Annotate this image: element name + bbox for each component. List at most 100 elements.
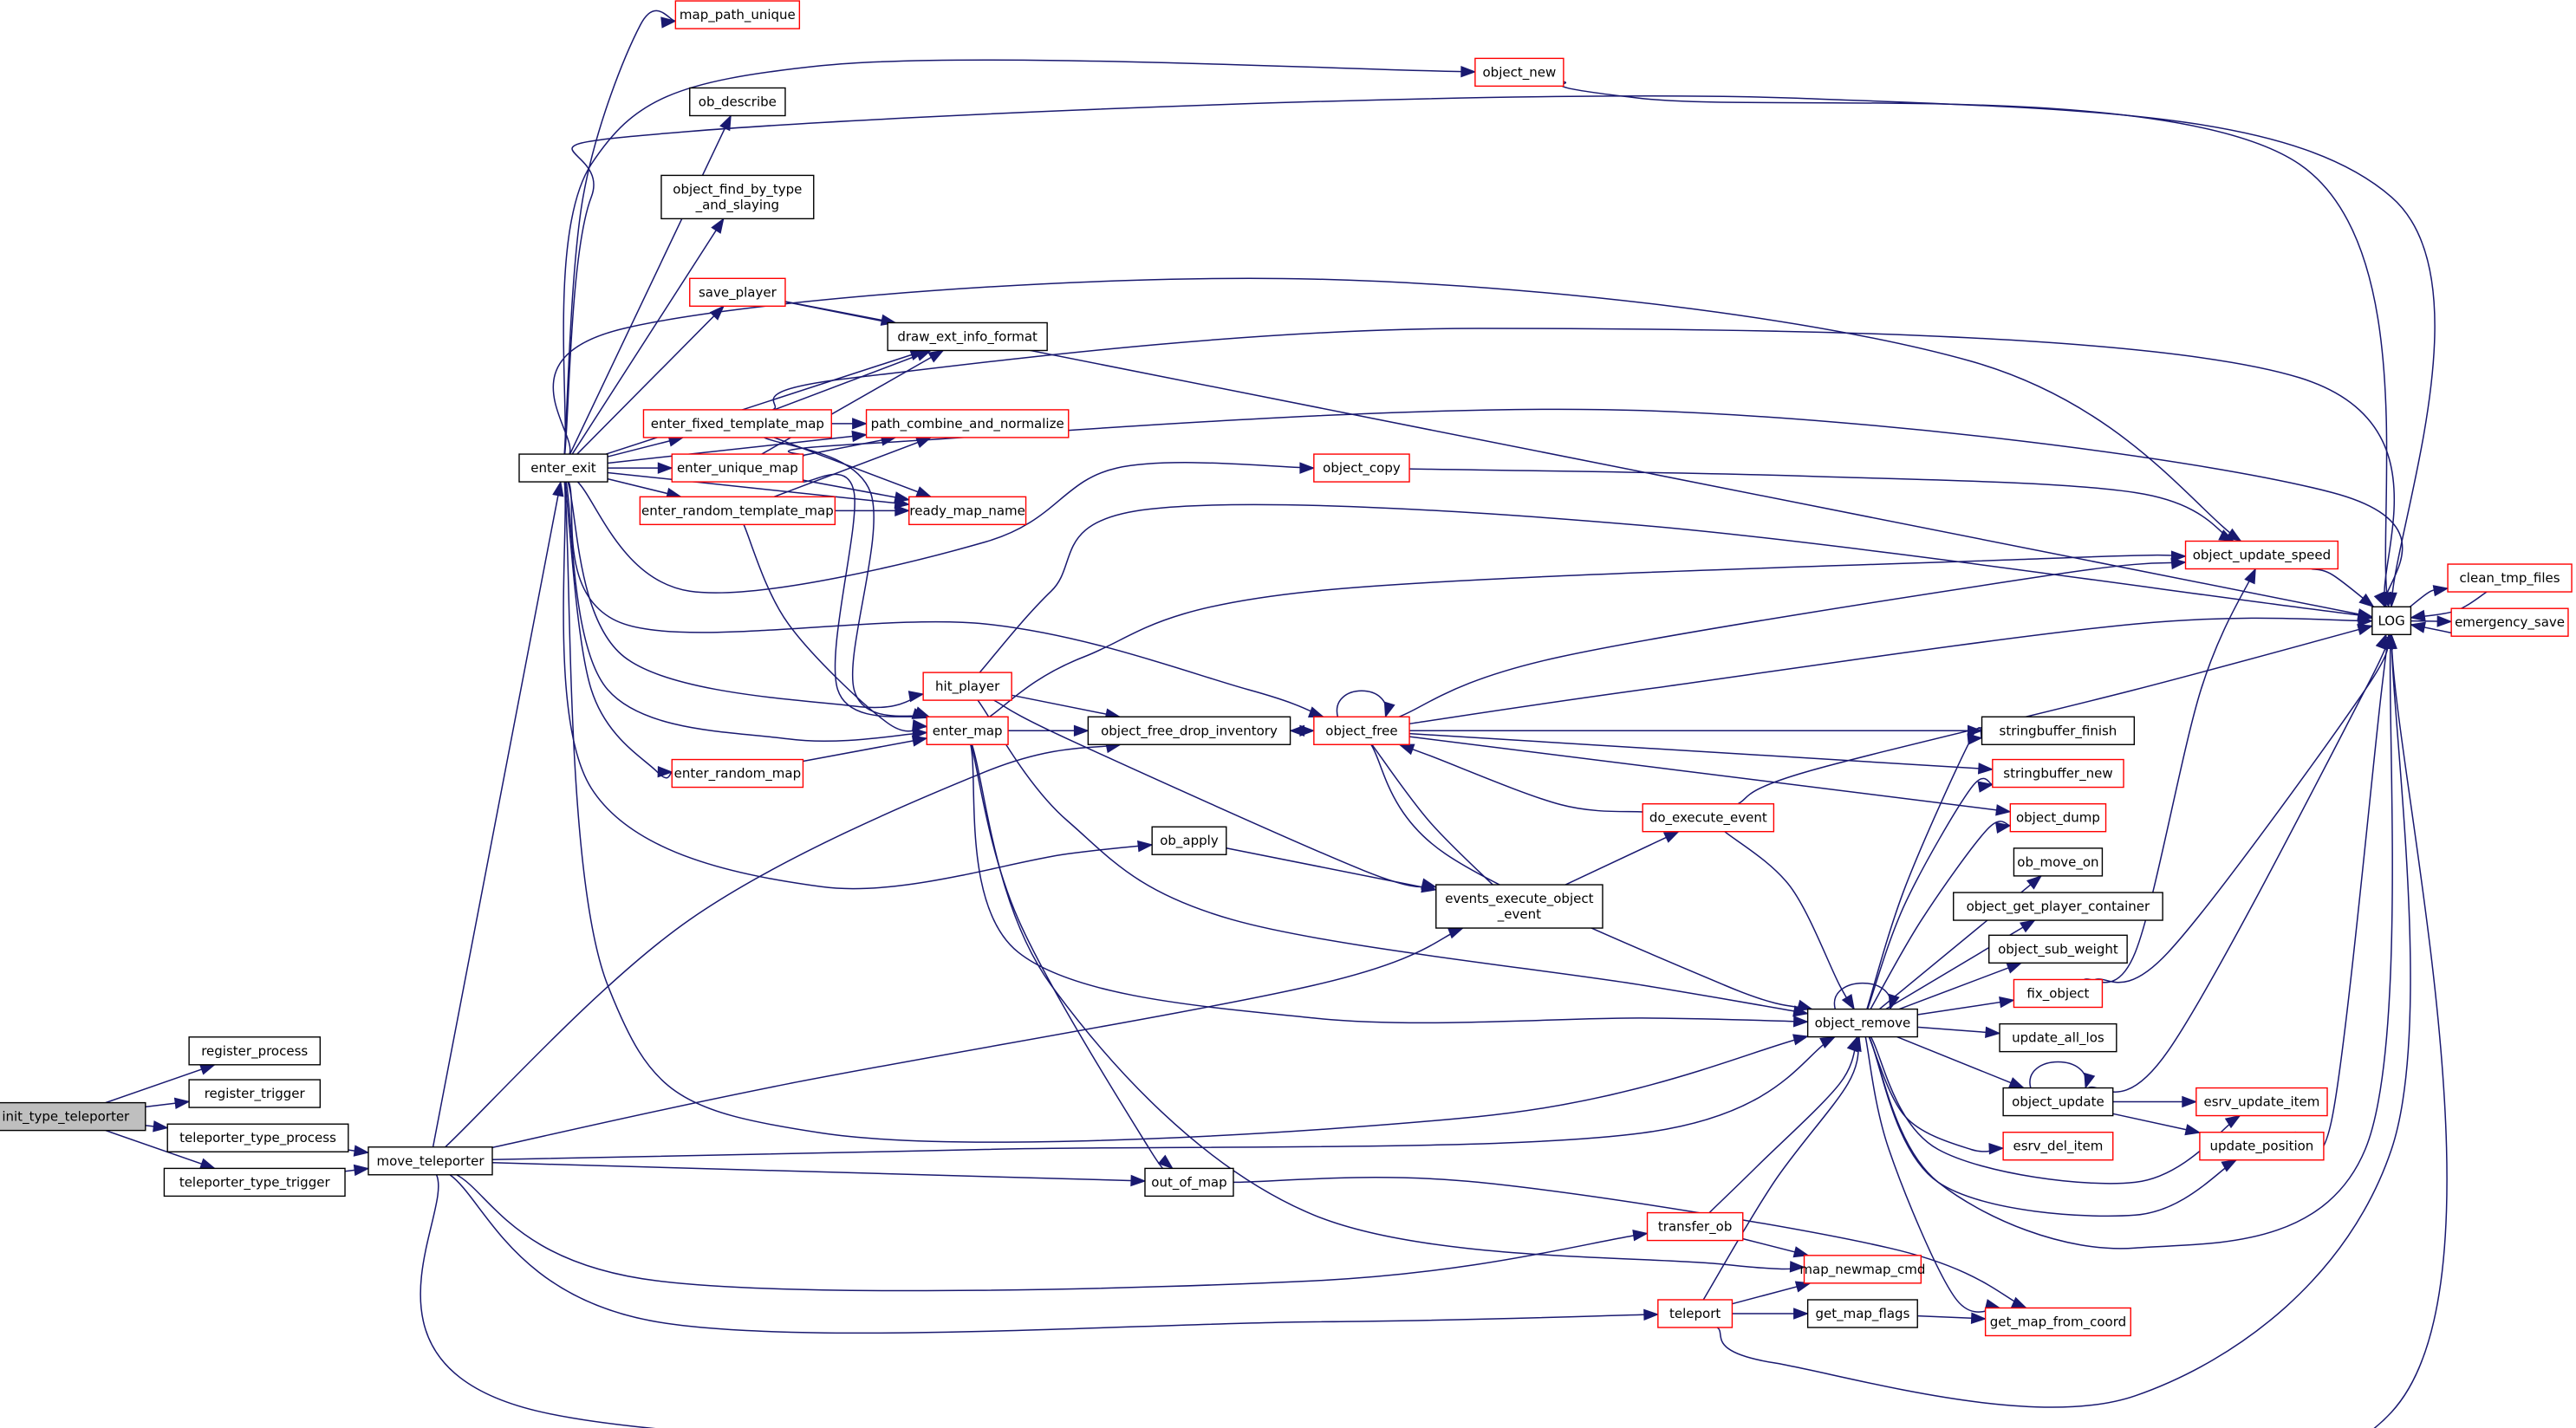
node-stringbuffer-new[interactable]: stringbuffer_new bbox=[1992, 758, 2124, 789]
node-box bbox=[2013, 847, 2104, 877]
edge-arrowhead bbox=[907, 691, 925, 703]
edge-line bbox=[787, 408, 2404, 607]
node-get-map-from-coord[interactable]: get_map_from_coord bbox=[1984, 1307, 2131, 1337]
edge-init-type-teleporter-to-teleporter-type-process bbox=[145, 1120, 169, 1133]
node-object-sub-weight[interactable]: object_sub_weight bbox=[1988, 934, 2128, 964]
node-label: draw_ext_info_format bbox=[897, 328, 1038, 345]
node-label: init_type_teleporter bbox=[2, 1109, 130, 1126]
node-box bbox=[1435, 884, 1603, 929]
edge-line bbox=[764, 437, 930, 718]
node-get-map-flags[interactable]: get_map_flags bbox=[1806, 1299, 1918, 1328]
node-register-process[interactable]: register_process bbox=[188, 1036, 322, 1066]
edge-get-map-flags-to-get-map-from-coord bbox=[1917, 1312, 1987, 1324]
node-box bbox=[2371, 606, 2412, 636]
node-transfer-ob[interactable]: transfer_ob bbox=[1646, 1211, 1744, 1242]
edge-line bbox=[803, 473, 927, 719]
node-do-execute-event[interactable]: do_execute_event bbox=[1642, 803, 1775, 833]
edge-line bbox=[2087, 634, 2389, 1093]
node-draw-ext-info-format[interactable]: draw_ext_info_format bbox=[887, 321, 1048, 352]
edge-object-remove-to-object-dump bbox=[1870, 821, 2012, 1009]
node-box bbox=[887, 321, 1048, 352]
node-teleporter-type-process[interactable]: teleporter_type_process bbox=[166, 1123, 349, 1152]
edge-arrowhead bbox=[1130, 1174, 1147, 1187]
node-out-of-map[interactable]: out_of_map bbox=[1144, 1167, 1234, 1198]
node-map-path-unique[interactable]: map_path_unique bbox=[674, 0, 801, 29]
node-move-teleporter[interactable]: move_teleporter bbox=[368, 1146, 493, 1176]
edge-arrowhead bbox=[153, 1120, 169, 1133]
node-register-trigger[interactable]: register_trigger bbox=[188, 1079, 322, 1108]
node-update-position[interactable]: update_position bbox=[2199, 1132, 2325, 1161]
edge-line bbox=[456, 1174, 1648, 1292]
node-teleporter-type-trigger[interactable]: teleporter_type_trigger bbox=[163, 1167, 346, 1198]
edge-object-remove-to-object-remove bbox=[1833, 983, 1900, 1010]
edge-line bbox=[1708, 1036, 1858, 1214]
node-object-free[interactable]: object_free bbox=[1313, 716, 1410, 745]
edge-enter-exit-to-path-combine-and-normalize bbox=[607, 430, 868, 464]
edge-line bbox=[1012, 694, 1121, 718]
edge-line bbox=[569, 115, 732, 455]
node-object-get-player-container[interactable]: object_get_player_container bbox=[1953, 892, 2163, 921]
node-object-free-drop-inventory[interactable]: object_free_drop_inventory bbox=[1087, 716, 1291, 745]
node-box bbox=[1999, 1022, 2117, 1053]
edge-arrowhead bbox=[2244, 568, 2256, 585]
node-object-update[interactable]: object_update bbox=[2002, 1087, 2114, 1117]
node-fix-object[interactable]: fix_object bbox=[2013, 978, 2104, 1009]
node-label: get_map_flags bbox=[1815, 1306, 1909, 1322]
node-enter-map[interactable]: enter_map bbox=[926, 716, 1009, 745]
edge-line bbox=[1868, 1036, 2004, 1152]
node-clean-tmp-files[interactable]: clean_tmp_files bbox=[2447, 563, 2573, 593]
node-label: get_map_from_coord bbox=[1990, 1314, 2126, 1330]
edge-update-position-to-LOG bbox=[2293, 633, 2394, 1154]
node-enter-exit[interactable]: enter_exit bbox=[518, 453, 608, 483]
node-ready-map-name[interactable]: ready_map_name bbox=[908, 496, 1027, 526]
node-enter-random-map[interactable]: enter_random_map bbox=[671, 758, 804, 789]
node-object-update-speed[interactable]: object_update_speed bbox=[2184, 540, 2339, 570]
edge-arrowhead bbox=[1792, 1034, 1809, 1046]
edge-line bbox=[449, 1174, 1658, 1334]
edge-enter-exit-to-object-remove bbox=[563, 482, 1809, 1143]
node-object-new[interactable]: object_new bbox=[1474, 57, 1564, 88]
node-object-dump[interactable]: object_dump bbox=[2009, 803, 2107, 833]
node-esrv-del-item[interactable]: esrv_del_item bbox=[2002, 1132, 2114, 1161]
node-esrv-update-item[interactable]: esrv_update_item bbox=[2195, 1087, 2328, 1117]
node-ob-describe[interactable]: ob_describe bbox=[689, 87, 786, 117]
node-save-player[interactable]: save_player bbox=[689, 277, 786, 308]
node-update-all-los[interactable]: update_all_los bbox=[1999, 1022, 2117, 1053]
node-object-remove[interactable]: object_remove bbox=[1806, 1008, 1918, 1038]
node-ob-move-on[interactable]: ob_move_on bbox=[2013, 847, 2104, 877]
node-enter-unique-map[interactable]: enter_unique_map bbox=[671, 453, 804, 483]
edge-line bbox=[970, 744, 1808, 1024]
edge-line bbox=[105, 1129, 215, 1170]
edge-arrowhead bbox=[912, 719, 928, 731]
node-LOG[interactable]: LOG bbox=[2371, 606, 2412, 636]
edge-line bbox=[2293, 633, 2391, 1154]
node-enter-fixed-template-map[interactable]: enter_fixed_template_map bbox=[642, 409, 832, 438]
node-label: teleporter_type_process bbox=[179, 1130, 336, 1146]
node-teleport[interactable]: teleport bbox=[1657, 1299, 1734, 1328]
node-path-combine-and-normalize[interactable]: path_combine_and_normalize bbox=[865, 409, 1070, 438]
edge-enter-random-template-map-to-enter-map bbox=[743, 524, 928, 732]
node-emergency-save[interactable]: emergency_save bbox=[2450, 607, 2569, 637]
edge-line bbox=[1870, 821, 2011, 1009]
edge-line bbox=[1409, 732, 1993, 770]
edge-enter-exit-to-hit-player bbox=[567, 481, 925, 709]
node-label: esrv_update_item bbox=[2204, 1094, 2320, 1111]
node-ob-apply[interactable]: ob_apply bbox=[1151, 826, 1227, 855]
node-box bbox=[1806, 1299, 1918, 1328]
node-events-execute-object-event[interactable]: events_execute_object_event bbox=[1435, 884, 1603, 929]
node-map-newmap-cmd[interactable]: map_newmap_cmd bbox=[1799, 1255, 1925, 1284]
edge-fix-object-to-LOG bbox=[2095, 633, 2389, 983]
node-box bbox=[1313, 716, 1410, 745]
edge-arrowhead bbox=[2436, 615, 2453, 627]
edge-line bbox=[491, 1162, 1146, 1182]
node-stringbuffer-finish[interactable]: stringbuffer_finish bbox=[1981, 716, 2136, 745]
edge-arrowhead bbox=[1137, 840, 1154, 853]
edge-line bbox=[445, 743, 1121, 1148]
node-box bbox=[689, 277, 786, 308]
node-hit-player[interactable]: hit_player bbox=[922, 672, 1012, 701]
node-object-copy[interactable]: object_copy bbox=[1313, 453, 1410, 483]
node-object-find-by-type-and-slaying[interactable]: object_find_by_type_and_slaying bbox=[660, 174, 815, 220]
node-enter-random-template-map[interactable]: enter_random_template_map bbox=[639, 496, 836, 526]
node-label: object_find_by_type bbox=[673, 181, 802, 198]
node-init-type-teleporter[interactable]: init_type_teleporter bbox=[0, 1101, 146, 1132]
